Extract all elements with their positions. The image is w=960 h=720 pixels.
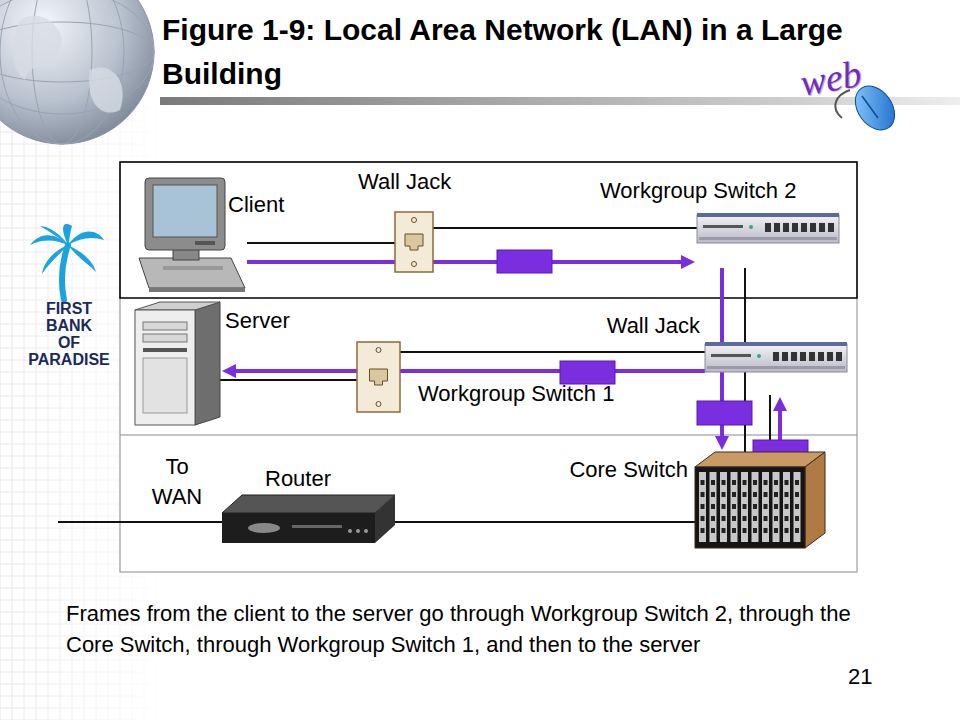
frame-block xyxy=(560,361,615,384)
icon-drawing xyxy=(695,452,825,548)
switch-icon xyxy=(697,213,839,243)
core-switch: Core Switch xyxy=(695,452,825,548)
network-cable xyxy=(395,521,695,523)
page-number: 21 xyxy=(848,661,872,692)
icon-drawing xyxy=(395,212,433,272)
wan-wire xyxy=(58,521,224,523)
wall-jack: Wall Jack xyxy=(395,212,433,272)
client-computer: Client xyxy=(135,178,247,290)
web-logo-text: web xyxy=(797,51,865,105)
device-label: Workgroup Switch 2 xyxy=(600,178,796,204)
floor-bands xyxy=(120,162,857,572)
icon-drawing xyxy=(697,213,840,268)
network-cable xyxy=(220,379,357,381)
core-icon xyxy=(695,452,825,548)
jack-icon xyxy=(357,342,400,412)
device-label: Router xyxy=(265,466,331,492)
frame-flow-arrow xyxy=(236,369,705,373)
device-label: Server xyxy=(225,308,290,334)
network-cable xyxy=(433,227,697,229)
icon-drawing xyxy=(705,342,848,395)
workgroup-switch: Workgroup Switch 1 xyxy=(357,342,400,412)
device-label: Core Switch xyxy=(569,457,688,483)
icon-drawing xyxy=(222,495,395,548)
network-cable xyxy=(400,351,705,353)
network-cable xyxy=(247,242,395,244)
globe xyxy=(0,0,154,144)
server-icon xyxy=(135,302,220,425)
router: Router xyxy=(222,495,395,548)
frame-block xyxy=(497,250,552,273)
bank-logo-text: FIRST BANK OF PARADISE xyxy=(26,300,112,368)
workgroup-switch: Workgroup Switch 2 xyxy=(697,213,840,268)
wall-jack: Wall Jack xyxy=(705,342,848,395)
palm-tree xyxy=(30,224,104,300)
figure-caption: Frames from the client to the server go … xyxy=(66,598,866,660)
server-computer: Server xyxy=(135,302,220,425)
device-label: Wall Jack xyxy=(358,169,451,195)
wan-label: To WAN xyxy=(138,452,216,512)
device-label: Client xyxy=(228,192,284,218)
icon-drawing xyxy=(135,302,220,425)
frame-block xyxy=(697,401,752,425)
icon-drawing xyxy=(357,342,400,412)
device-label: Workgroup Switch 1 xyxy=(418,381,614,407)
device-label: Wall Jack xyxy=(607,313,700,339)
router-icon xyxy=(222,495,395,543)
switch-icon xyxy=(705,342,847,372)
frame-flow-arrow xyxy=(247,260,681,264)
jack-icon xyxy=(395,212,433,272)
